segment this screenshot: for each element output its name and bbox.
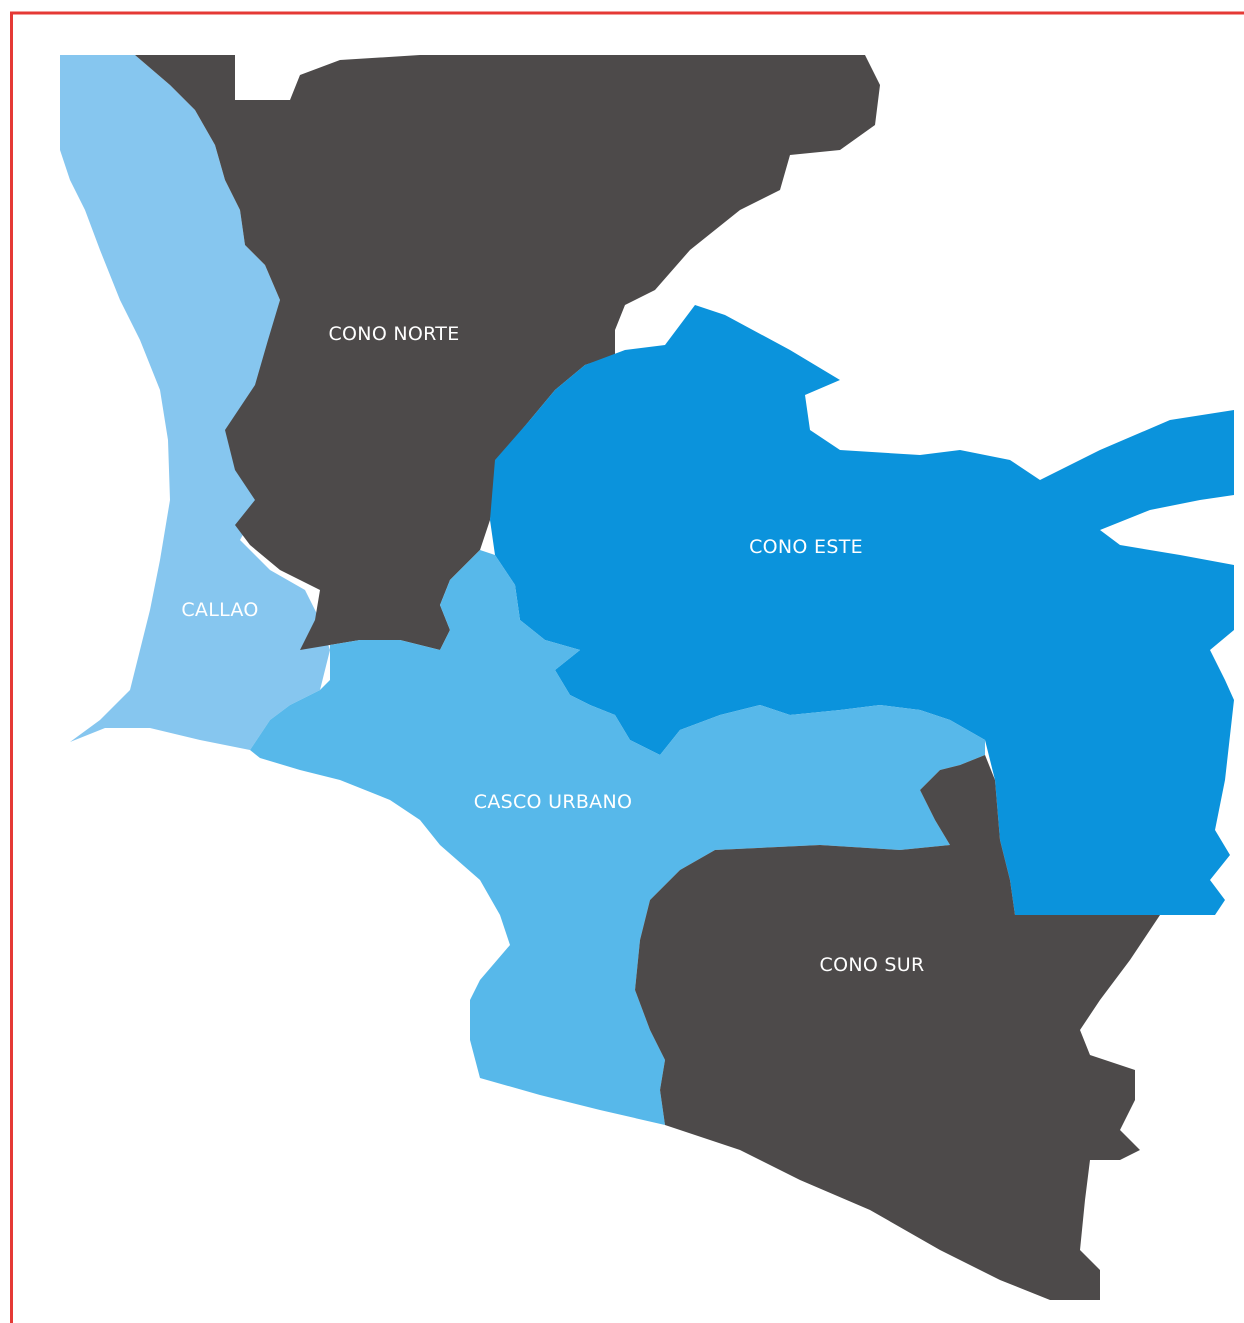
label-cono-este: CONO ESTE xyxy=(749,536,863,558)
region-casco-urbano[interactable] xyxy=(250,550,985,1125)
region-cono-norte[interactable] xyxy=(135,55,880,650)
label-cono-norte: CONO NORTE xyxy=(328,323,459,345)
region-cono-sur[interactable] xyxy=(635,755,1160,1300)
region-callao[interactable] xyxy=(60,55,330,750)
region-cono-este[interactable] xyxy=(490,305,1234,915)
label-cono-sur: CONO SUR xyxy=(820,954,925,976)
label-callao: CALLAO xyxy=(181,599,258,621)
label-casco-urbano: CASCO URBANO xyxy=(474,791,633,813)
